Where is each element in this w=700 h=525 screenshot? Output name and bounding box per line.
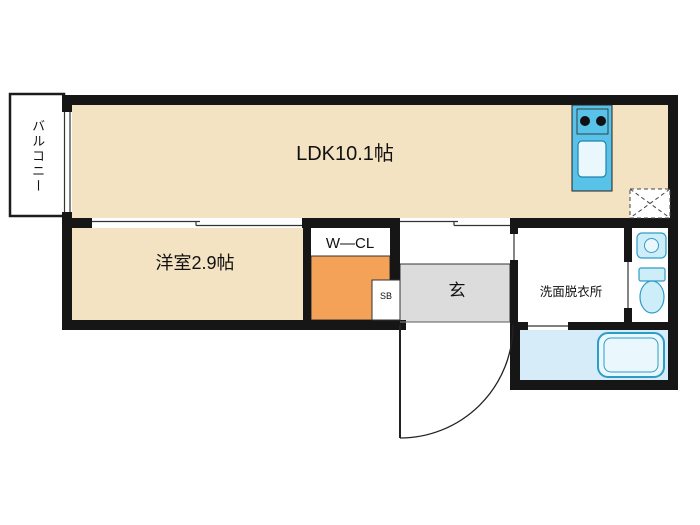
kitchen-sink	[577, 140, 607, 178]
bathtub	[597, 332, 665, 378]
ldk-hall-door-gap	[400, 218, 510, 228]
kitchen-counter	[571, 104, 613, 192]
openings	[62, 112, 629, 327]
entry-door-swing	[399, 324, 514, 439]
shoe-box	[371, 279, 401, 321]
entrance-floor	[399, 263, 511, 323]
walls	[62, 95, 678, 390]
balcony-window-gap	[62, 112, 72, 212]
balcony-outline	[8, 92, 66, 218]
stove-burners	[576, 108, 609, 135]
refrigerator-space	[629, 188, 671, 219]
hand-wash-basin	[636, 232, 667, 259]
western-room-floor	[72, 228, 303, 320]
ldk-western-door-gap	[92, 218, 302, 228]
room-floors	[72, 105, 668, 380]
ldk-floor	[72, 105, 668, 218]
washroom-floor	[518, 228, 624, 322]
toilet	[638, 267, 666, 314]
